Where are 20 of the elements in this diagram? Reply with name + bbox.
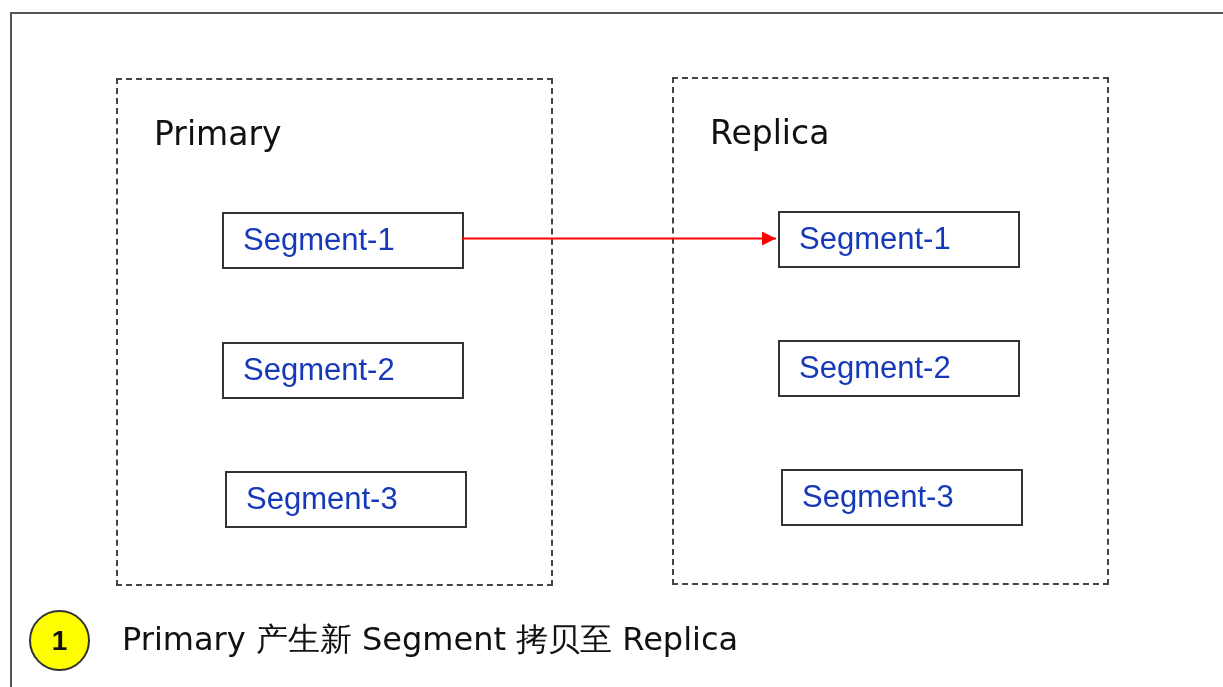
segment-label: Segment-1: [243, 222, 395, 258]
segment-label: Segment-1: [799, 221, 951, 257]
segment-label: Segment-3: [802, 479, 954, 515]
segment-box: [222, 212, 464, 269]
step-number: 1: [51, 624, 68, 657]
segment-box: [225, 471, 467, 528]
group-title: Primary: [154, 114, 282, 153]
segment-box: [778, 340, 1020, 397]
segment-box: [781, 469, 1023, 526]
segment-label: Segment-2: [799, 350, 951, 386]
arrow: [461, 231, 777, 246]
segment-label: Segment-3: [246, 481, 398, 517]
step-number-circle: [29, 610, 90, 671]
step-caption: Primary 产生新 Segment 拷贝至 Replica: [122, 619, 739, 660]
segment-box: [222, 342, 464, 399]
group-container: [672, 77, 1109, 585]
group-container: [116, 78, 553, 586]
group-title: Replica: [710, 113, 830, 152]
segment-label: Segment-2: [243, 352, 395, 388]
segment-box: [778, 211, 1020, 268]
